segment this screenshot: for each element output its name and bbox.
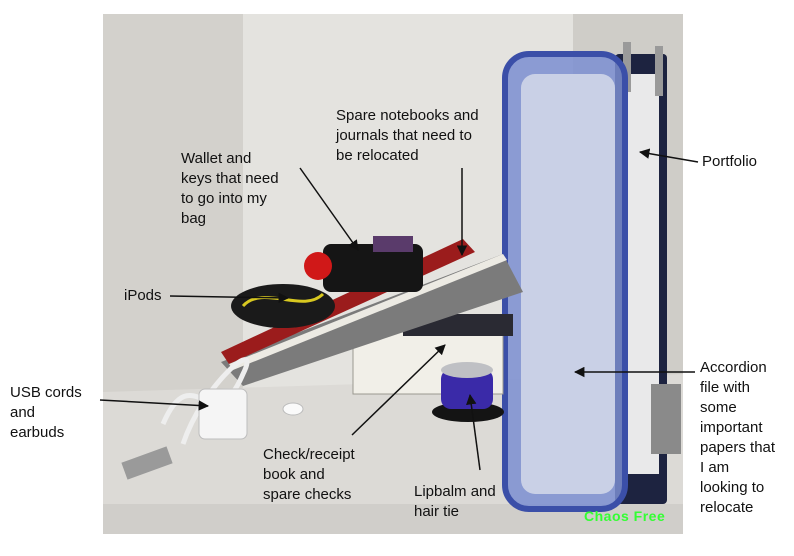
accordion-label: Accordion file with some important paper… <box>700 359 776 516</box>
portfolio-pin-left <box>623 42 631 92</box>
checks-label: Check/receipt book and spare checks <box>263 446 355 503</box>
watermark: Chaos Free <box>584 508 666 524</box>
wallet-label: Wallet and keys that need to go into my … <box>181 150 279 227</box>
shelf-scene <box>103 14 683 534</box>
accordion-file-folds <box>521 74 615 494</box>
notebooks-label: Spare notebooks and journals that need t… <box>336 107 479 164</box>
portfolio-pin-right <box>655 46 663 96</box>
left-wall <box>103 14 243 404</box>
shelf-photo <box>103 14 683 534</box>
notebook-marbled <box>221 254 523 386</box>
usb-charger <box>198 388 248 440</box>
wallet <box>323 244 423 292</box>
ipods <box>231 284 335 328</box>
earbud <box>282 402 304 416</box>
ipods-label: iPods <box>124 287 162 304</box>
keys <box>373 236 413 252</box>
lipbalm-label: Lipbalm and hair tie <box>414 483 496 520</box>
lipbalm-lid <box>441 362 493 378</box>
usb-plug <box>121 446 173 480</box>
keychain-ball <box>304 252 332 280</box>
notebook-pages <box>229 254 507 370</box>
usb-label: USB cords and earbuds <box>10 384 82 441</box>
cabinet-hinge <box>651 384 681 454</box>
portfolio-label: Portfolio <box>702 153 758 170</box>
